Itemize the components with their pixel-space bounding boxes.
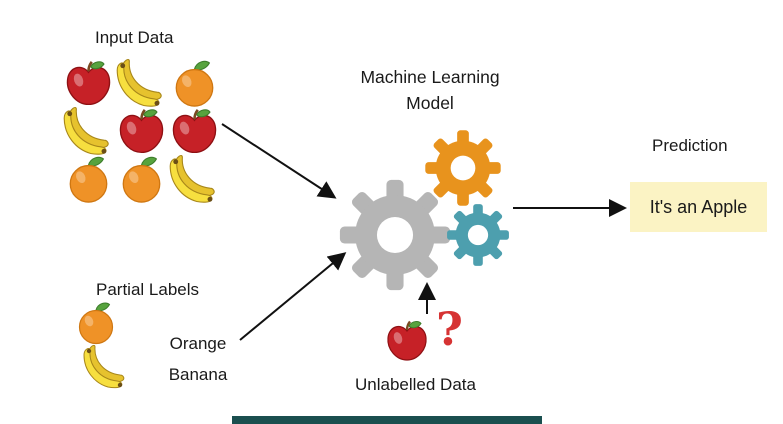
gear-teal-icon <box>446 203 510 267</box>
fruit-orange-icon <box>168 58 221 111</box>
prediction-result-text: It's an Apple <box>649 196 748 217</box>
arrow-partial-labels-to-model <box>239 252 347 341</box>
ml-model-label-line1: Machine Learning <box>360 67 500 87</box>
fruit-apple-icon <box>168 106 221 159</box>
partial-labels-label: Partial Labels <box>96 280 200 299</box>
unlabelled-fruit-slot <box>383 318 431 371</box>
prediction-result-box: It's an Apple <box>630 182 767 232</box>
fruit-orange-icon <box>62 154 115 207</box>
fruit-orange-icon <box>115 154 168 207</box>
arrow-input-to-model <box>221 123 337 199</box>
prediction-label: Prediction <box>652 136 728 155</box>
partial-label-banana: Banana <box>168 365 228 384</box>
bottom-bar <box>232 416 542 424</box>
ml-model-label-line2: Model <box>406 93 454 113</box>
fruit-orange-icon <box>72 300 120 348</box>
input-data-label: Input Data <box>95 28 174 47</box>
partial-label-orange: Orange <box>169 334 227 353</box>
input-data-grid <box>62 58 221 202</box>
ml-model-label: Machine Learning Model <box>340 64 520 116</box>
fruit-apple-icon <box>383 318 431 366</box>
unlabelled-data-label: Unlabelled Data <box>355 375 476 394</box>
gear-main-icon <box>338 178 452 292</box>
fruit-banana-icon <box>168 154 221 207</box>
fruit-apple-icon <box>62 58 115 111</box>
fruit-apple-icon <box>115 106 168 159</box>
fruit-banana-icon <box>82 344 130 392</box>
partial-labels-fruits <box>72 300 130 392</box>
fruit-banana-icon <box>115 58 168 111</box>
partial-labels-text: Orange Banana <box>152 328 244 390</box>
fruit-banana-icon <box>62 106 115 159</box>
question-mark-icon: ? <box>436 302 463 356</box>
